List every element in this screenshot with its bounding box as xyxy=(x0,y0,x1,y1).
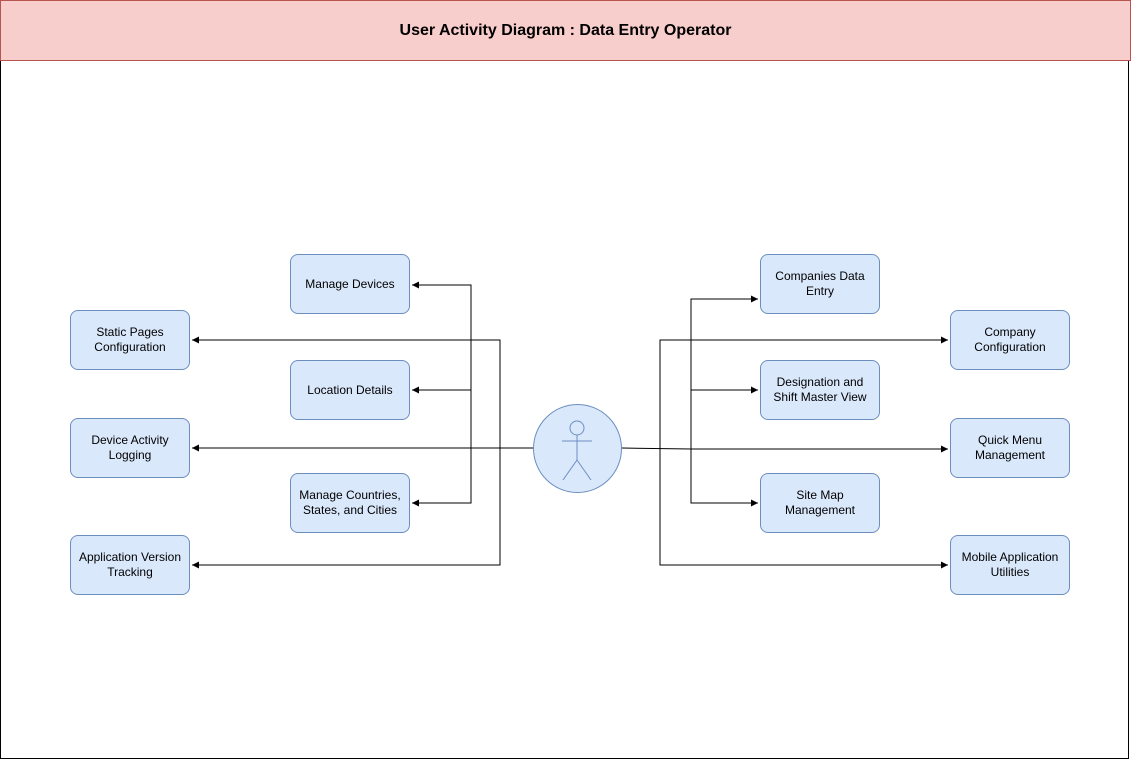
edge-mobile-utils xyxy=(659,448,948,569)
edge-manage-countries xyxy=(412,448,472,507)
node-label: Company Configuration xyxy=(974,325,1046,354)
node-label: Static Pages Configuration xyxy=(94,325,166,354)
node-location-details: Location Details xyxy=(290,360,410,420)
node-companies-data-entry: Companies Data Entry xyxy=(760,254,880,314)
node-mobile-utils: Mobile Application Utilities xyxy=(950,535,1070,595)
node-label: Device Activity Logging xyxy=(91,433,169,462)
edge-app-version xyxy=(192,448,501,569)
edge-static-pages xyxy=(192,336,501,448)
edge-manage-devices xyxy=(412,281,533,449)
node-label: Manage Countries, States, and Cities xyxy=(299,488,401,517)
node-manage-devices: Manage Devices xyxy=(290,254,410,314)
node-manage-countries: Manage Countries, States, and Cities xyxy=(290,473,410,533)
node-label: Quick Menu Management xyxy=(974,433,1046,462)
node-device-activity: Device Activity Logging xyxy=(70,418,190,478)
node-label: Manage Devices xyxy=(305,276,395,291)
node-app-version: Application Version Tracking xyxy=(70,535,190,595)
node-label: Companies Data Entry xyxy=(775,269,865,298)
actor-node xyxy=(533,404,622,493)
node-label: Mobile Application Utilities xyxy=(961,550,1059,579)
node-site-map: Site Map Management xyxy=(760,473,880,533)
node-static-pages: Static Pages Configuration xyxy=(70,310,190,370)
node-designation-shift: Designation and Shift Master View xyxy=(760,360,880,420)
diagram-title: User Activity Diagram : Data Entry Opera… xyxy=(399,21,732,39)
node-label: Designation and Shift Master View xyxy=(773,375,867,404)
edge-companies-data-entry xyxy=(621,295,758,450)
edge-company-config xyxy=(659,336,948,448)
node-label: Location Details xyxy=(307,382,393,397)
node-label: Application Version Tracking xyxy=(78,550,182,579)
diagram-header: User Activity Diagram : Data Entry Opera… xyxy=(0,0,1131,61)
edge-site-map xyxy=(690,449,758,507)
node-label: Site Map Management xyxy=(784,488,856,517)
stick-figure-icon xyxy=(562,420,592,481)
node-quick-menu: Quick Menu Management xyxy=(950,418,1070,478)
node-company-config: Company Configuration xyxy=(950,310,1070,370)
